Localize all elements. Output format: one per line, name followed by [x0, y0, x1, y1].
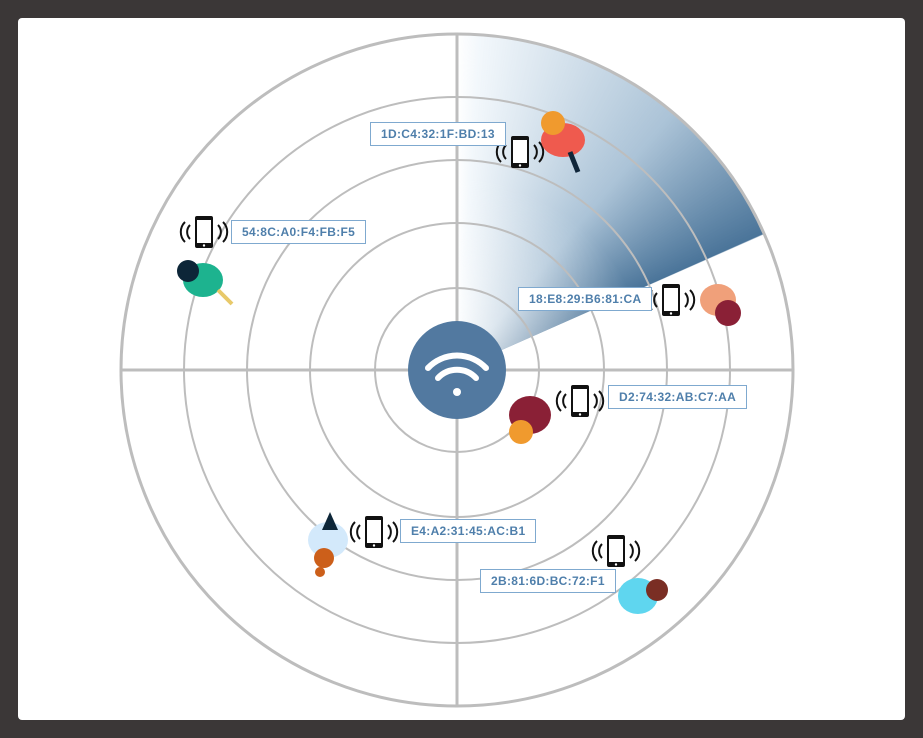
phone-icon — [646, 283, 696, 317]
device-mac-label: 54:8C:A0:F4:FB:F5 — [231, 220, 367, 244]
person-icon — [308, 512, 348, 577]
person-icon — [541, 111, 585, 173]
phone-icon — [179, 215, 229, 249]
wifi-icon — [425, 352, 489, 396]
phone-icon — [349, 515, 399, 549]
person-icon — [509, 396, 551, 444]
phone-icon — [555, 384, 605, 418]
device-mac-label: D2:74:32:AB:C7:AA — [608, 385, 748, 409]
device-mac-label: 2B:81:6D:BC:72:F1 — [480, 569, 616, 593]
person-icon — [618, 578, 668, 614]
device-mac-label: 18:E8:29:B6:81:CA — [518, 287, 653, 311]
person-icon — [177, 260, 234, 306]
device-mac-label: E4:A2:31:45:AC:B1 — [400, 519, 537, 543]
wifi-access-point — [408, 321, 506, 419]
device-mac-label: 1D:C4:32:1F:BD:13 — [370, 122, 506, 146]
phone-icon — [591, 534, 641, 568]
person-icon — [700, 284, 741, 326]
